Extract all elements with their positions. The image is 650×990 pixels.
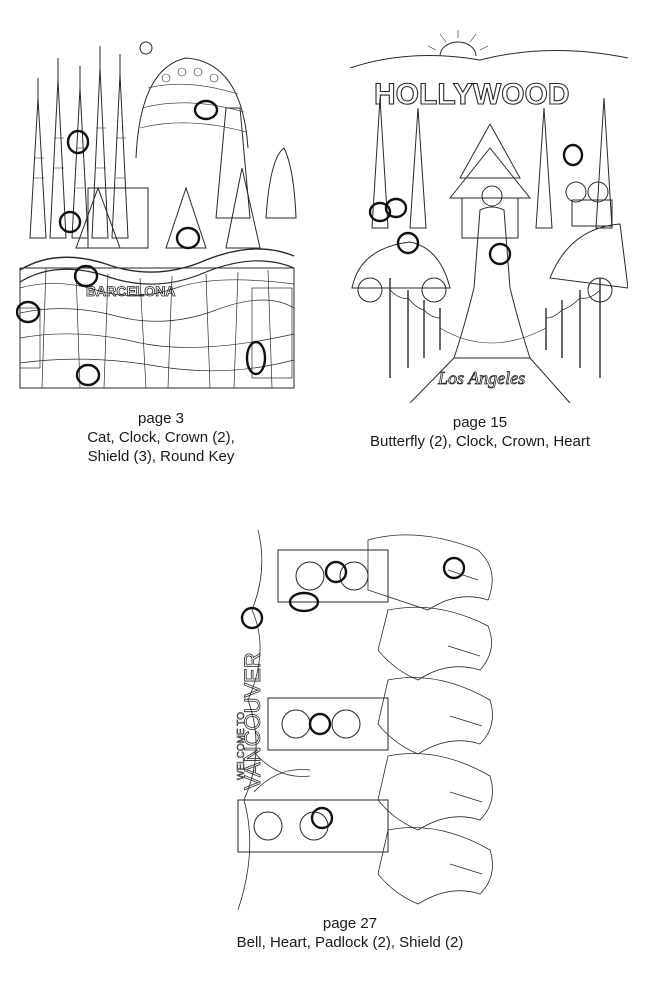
caption-page-27: page 27 Bell, Heart, Padlock (2), Shield… [190,914,510,952]
vancouver-illustration: WELCOME TO VANCOUVER [218,530,500,910]
answer-circle [368,201,392,223]
answer-circle [245,340,267,376]
answer-circle [384,197,408,219]
answer-circle [310,806,334,830]
answer-panel-page-3: BARCELONA [0,0,320,480]
hidden-items-line: Bell, Heart, Padlock (2), Shield (2) [236,934,464,951]
hollywood-illustration: HOLLYWOOD [350,28,628,403]
vancouver-art-text: VANCOUVER [240,652,265,790]
page-label: page 27 [322,915,378,932]
answer-circle [73,264,99,288]
welcome-to-art-text: WELCOME TO [236,712,247,780]
page-label: page 3 [138,410,184,427]
answer-circle [442,556,466,580]
answer-circle [66,129,90,155]
caption-page-15: page 15 Butterfly (2), Clock, Crown, Hea… [330,413,630,451]
answer-circle [75,363,101,387]
answer-circle [288,591,320,613]
answer-circle [396,231,420,255]
hidden-items-line: Butterfly (2), Clock, Crown, Heart [369,433,591,450]
barcelona-illustration: BARCELONA [16,38,298,390]
los-angeles-art-text: Los Angeles [437,368,525,388]
answer-panel-page-15: HOLLYWOOD [330,0,650,480]
barcelona-art-text: BARCELONA [86,283,175,299]
hidden-items-line: Cat, Clock, Crown (2), [87,429,235,446]
hidden-items-line: Shield (3), Round Key [87,448,235,465]
caption-page-3: page 3 Cat, Clock, Crown (2), Shield (3)… [20,409,302,466]
answer-panel-page-27: WELCOME TO VANCOUVER page 27 [200,520,520,960]
answer-circle [193,99,219,121]
answer-circle [324,560,348,584]
answer-circle [488,242,512,266]
answer-circle [16,300,41,324]
page-label: page 15 [452,414,508,431]
answer-circle [240,606,264,630]
answer-circle [562,143,584,167]
answer-circle [308,712,332,736]
hollywood-sign-text: HOLLYWOOD [374,78,570,111]
answer-circle [58,210,82,234]
answer-circle [175,226,201,250]
